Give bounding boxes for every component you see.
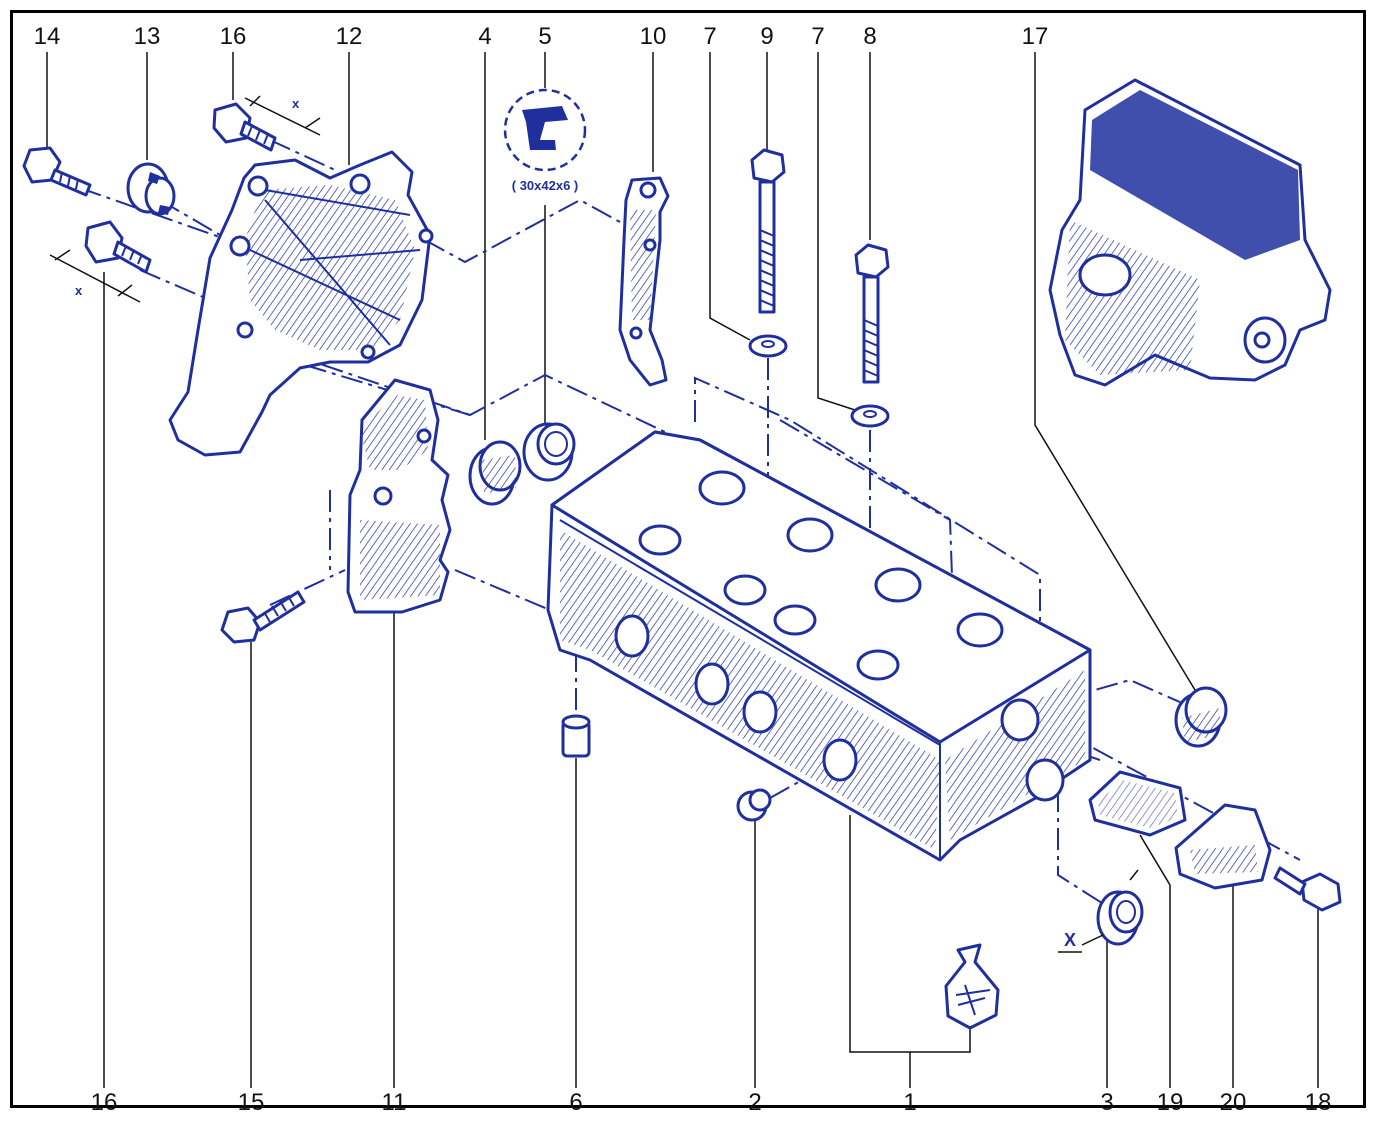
- callout-top-8: 8: [863, 23, 876, 50]
- part-16-bolt-lower: x: [49, 220, 152, 303]
- part-16-bolt-upper: x: [212, 95, 321, 152]
- diagram-frame: [10, 10, 1366, 1108]
- part-2-plug: [736, 788, 772, 822]
- part-1-cylinder-head: [546, 430, 1092, 862]
- part-5-seal-detail: ( 30x42x6 ): [503, 88, 587, 193]
- callout-top-9: 9: [760, 23, 773, 50]
- part-17-plug-cap: [1174, 686, 1228, 748]
- part-10-lever: [618, 176, 670, 387]
- part-13-nut: [126, 162, 176, 216]
- callout-bottom-11: 11: [382, 1089, 407, 1116]
- callout-top-17: 17: [1022, 23, 1049, 50]
- callout-top-12: 12: [336, 23, 363, 50]
- part-18-bolt: [1273, 866, 1342, 912]
- callout-bottom-15: 15: [238, 1089, 265, 1116]
- part-5-seal-ring: [522, 422, 576, 482]
- part-4-cap: [468, 440, 522, 506]
- seal-spec-label: ( 30x42x6 ): [512, 178, 579, 193]
- part-3-seal-ring: X: [1058, 869, 1144, 953]
- part-7-washers: [748, 334, 890, 428]
- callout-top-16: 16: [220, 23, 247, 50]
- part-20-cover-plate: [1174, 803, 1272, 890]
- bolt-kit-bag: [944, 943, 1000, 1030]
- port-holes: [614, 614, 1065, 802]
- camshaft-lobes: [638, 470, 1004, 681]
- callout-top-7a: 7: [703, 23, 716, 50]
- part-15-bolt: [220, 590, 306, 644]
- dimension-x-lower: x: [75, 283, 83, 298]
- part-6-dowel: [561, 714, 591, 758]
- callout-top-14: 14: [34, 23, 61, 50]
- callout-bottom-1: 1: [903, 1089, 916, 1116]
- callout-bottom-18: 18: [1305, 1089, 1332, 1116]
- part-14-bolt: [22, 146, 92, 197]
- part-8-head-bolt: [854, 243, 890, 384]
- callout-top-10: 10: [640, 23, 667, 50]
- part-12-support-bracket: [168, 150, 434, 457]
- part-19-gasket: [1088, 770, 1187, 837]
- callout-bottom-3: 3: [1100, 1089, 1113, 1116]
- callout-top-5: 5: [538, 23, 551, 50]
- callout-top-7b: 7: [811, 23, 824, 50]
- callout-top-4: 4: [478, 23, 491, 50]
- callout-bottom-2: 2: [748, 1089, 761, 1116]
- leader-lines: [46, 52, 1319, 1088]
- part-9-head-bolt: [750, 148, 786, 314]
- dimension-x-upper: x: [292, 96, 300, 111]
- dimension-x-seal: X: [1064, 930, 1076, 950]
- callout-top-13: 13: [134, 23, 161, 50]
- callout-bottom-19: 19: [1157, 1089, 1184, 1116]
- engine-inset: [1048, 78, 1332, 387]
- callout-bottom-6: 6: [569, 1089, 582, 1116]
- callout-bottom-20: 20: [1220, 1089, 1247, 1116]
- callout-bottom-16: 16: [91, 1089, 118, 1116]
- part-11-bracket: [346, 378, 452, 614]
